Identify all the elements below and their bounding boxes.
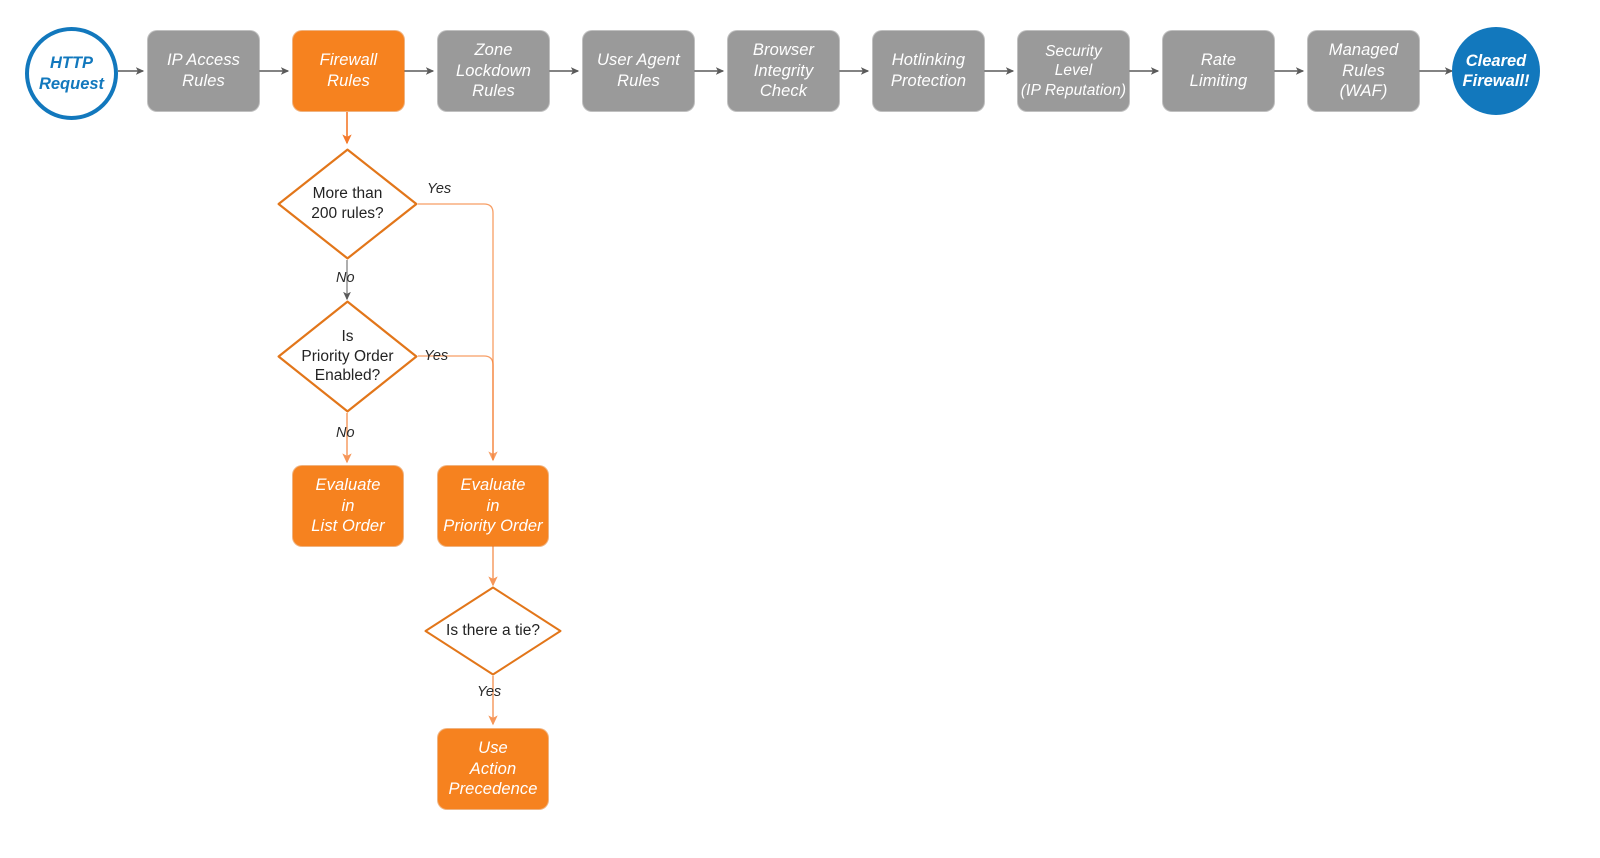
decision-is-priority-order-enabled-label: Is Priority Order Enabled? bbox=[301, 327, 394, 385]
edge-label-yes-3: Yes bbox=[477, 684, 502, 700]
node-ip-access-rules-label: IP Access Rules bbox=[166, 51, 241, 90]
edge-label-yes-1: Yes bbox=[427, 181, 452, 197]
edge-label-no-2: No bbox=[336, 425, 355, 441]
diamond-shape bbox=[277, 148, 418, 260]
node-use-action-precedence-label: Use Action Precedence bbox=[448, 738, 538, 799]
decision-more-than-200-rules-label: More than 200 rules? bbox=[311, 185, 384, 222]
node-hotlinking-protection[interactable]: Hotlinking Protection bbox=[873, 31, 984, 111]
node-evaluate-in-list-order[interactable]: Evaluate in List Order bbox=[293, 466, 403, 546]
node-hotlinking-protection-label: Hotlinking Protection bbox=[890, 51, 967, 90]
diamond-shape bbox=[277, 300, 418, 413]
node-security-level-label: Security Level (IP Reputation) bbox=[1020, 42, 1127, 99]
node-zone-lockdown-rules-label: Zone Lockdown Rules bbox=[455, 40, 532, 101]
node-security-level[interactable]: Security Level (IP Reputation) bbox=[1018, 31, 1129, 111]
node-http-request-label: HTTP Request bbox=[38, 54, 105, 93]
node-firewall-rules[interactable]: Firewall Rules bbox=[293, 31, 404, 111]
diamond-shape bbox=[424, 586, 562, 676]
node-managed-rules-waf[interactable]: Managed Rules (WAF) bbox=[1308, 31, 1419, 111]
edge-label-yes-2: Yes bbox=[424, 348, 449, 364]
decision-is-priority-order-enabled[interactable]: Is Priority Order Enabled? bbox=[277, 300, 418, 413]
node-ip-access-rules[interactable]: IP Access Rules bbox=[148, 31, 259, 111]
node-evaluate-in-list-order-label: Evaluate in List Order bbox=[311, 475, 385, 536]
edge-decision1-yes bbox=[418, 203, 498, 462]
edge-label-no-1: No bbox=[336, 270, 355, 286]
node-managed-rules-waf-label: Managed Rules (WAF) bbox=[1328, 40, 1399, 101]
node-firewall-rules-label: Firewall Rules bbox=[319, 51, 378, 90]
node-rate-limiting-label: Rate Limiting bbox=[1189, 51, 1248, 90]
node-http-request[interactable]: HTTP Request bbox=[25, 27, 118, 120]
decision-more-than-200-rules[interactable]: More than 200 rules? bbox=[277, 148, 418, 260]
node-evaluate-in-priority-order-label: Evaluate in Priority Order bbox=[443, 475, 543, 536]
decision-is-there-a-tie[interactable]: Is there a tie? bbox=[424, 586, 562, 676]
node-use-action-precedence[interactable]: Use Action Precedence bbox=[438, 729, 548, 809]
node-rate-limiting[interactable]: Rate Limiting bbox=[1163, 31, 1274, 111]
node-browser-integrity-check[interactable]: Browser Integrity Check bbox=[728, 31, 839, 111]
node-browser-integrity-check-label: Browser Integrity Check bbox=[752, 40, 815, 101]
node-user-agent-rules-label: User Agent Rules bbox=[597, 51, 680, 90]
node-zone-lockdown-rules[interactable]: Zone Lockdown Rules bbox=[438, 31, 549, 111]
node-cleared-firewall[interactable]: Cleared Firewall! bbox=[1452, 27, 1540, 115]
edge-decision2-yes bbox=[418, 355, 494, 460]
node-user-agent-rules[interactable]: User Agent Rules bbox=[583, 31, 694, 111]
node-evaluate-in-priority-order[interactable]: Evaluate in Priority Order bbox=[438, 466, 548, 546]
decision-is-there-a-tie-label: Is there a tie? bbox=[446, 622, 540, 640]
node-cleared-firewall-label: Cleared Firewall! bbox=[1462, 51, 1530, 90]
